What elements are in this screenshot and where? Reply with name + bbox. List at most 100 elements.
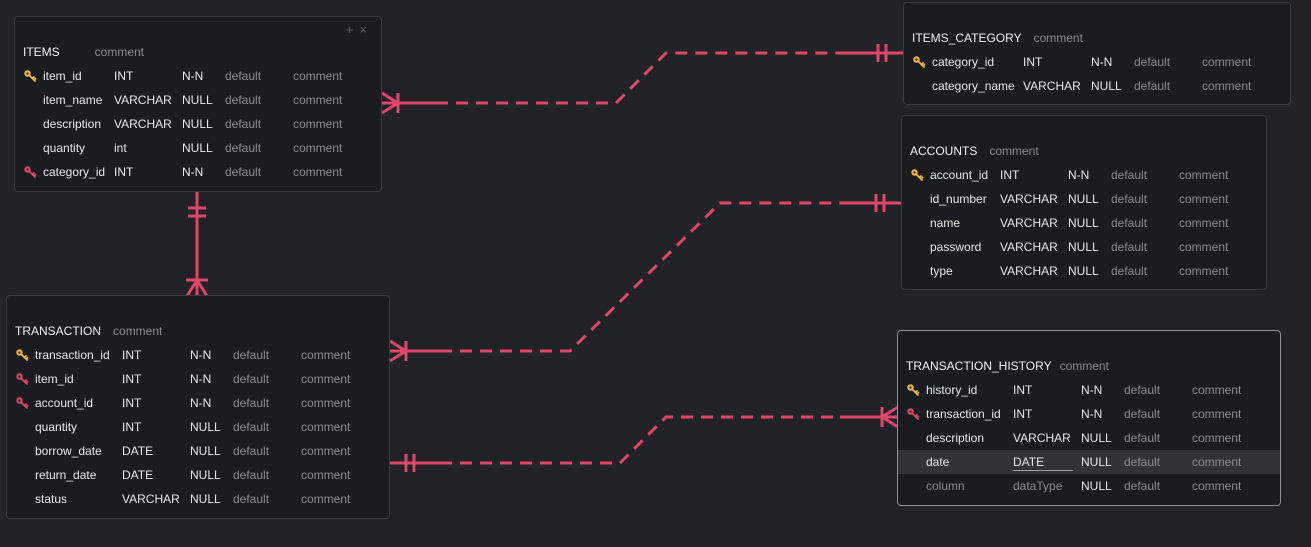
table-comment[interactable]: comment bbox=[113, 324, 163, 338]
column-comment[interactable]: comment bbox=[293, 93, 343, 107]
column-type[interactable]: INT bbox=[122, 420, 142, 434]
column-nullable[interactable]: NULL bbox=[182, 117, 213, 131]
column-name[interactable]: return_date bbox=[35, 468, 97, 482]
column-name[interactable]: borrow_date bbox=[35, 444, 102, 458]
column-nullable[interactable]: N-N bbox=[1068, 168, 1090, 182]
column-comment[interactable]: comment bbox=[1179, 240, 1229, 254]
column-nullable[interactable]: NULL bbox=[182, 93, 213, 107]
column-type[interactable]: VARCHAR bbox=[1013, 431, 1071, 445]
column-comment[interactable]: comment bbox=[301, 396, 351, 410]
column-type[interactable]: INT bbox=[114, 165, 134, 179]
column-nullable[interactable]: NULL bbox=[1091, 79, 1122, 93]
table-comment[interactable]: comment bbox=[1033, 31, 1083, 45]
column-type[interactable]: DATE bbox=[1013, 450, 1073, 471]
column-default[interactable]: default bbox=[1124, 455, 1161, 469]
column-default[interactable]: default bbox=[1134, 55, 1171, 69]
column-name[interactable]: description bbox=[926, 431, 985, 445]
column-default[interactable]: default bbox=[1124, 383, 1161, 397]
table-header[interactable]: ITEMS comment bbox=[23, 40, 144, 64]
column-comment[interactable]: comment bbox=[1192, 455, 1242, 469]
column-comment[interactable]: comment bbox=[1192, 407, 1242, 421]
column-nullable[interactable]: NULL bbox=[1068, 192, 1099, 206]
column-nullable[interactable]: N-N bbox=[190, 348, 212, 362]
column-default[interactable]: default bbox=[233, 372, 270, 386]
column-comment[interactable]: comment bbox=[293, 141, 343, 155]
column-comment[interactable]: comment bbox=[301, 468, 351, 482]
column-name[interactable]: category_name bbox=[932, 79, 1015, 93]
column-type[interactable]: INT bbox=[1013, 383, 1033, 397]
column-comment[interactable]: comment bbox=[301, 444, 351, 458]
column-comment[interactable]: comment bbox=[293, 165, 343, 179]
column-nullable[interactable]: NULL bbox=[1081, 455, 1112, 469]
column-default[interactable]: default bbox=[233, 444, 270, 458]
column-type[interactable]: INT bbox=[114, 69, 134, 83]
column-nullable[interactable]: N-N bbox=[1091, 55, 1113, 69]
column-type[interactable]: INT bbox=[1000, 168, 1020, 182]
column-default[interactable]: default bbox=[1111, 216, 1148, 230]
column-nullable[interactable]: NULL bbox=[182, 141, 213, 155]
column-default[interactable]: default bbox=[233, 492, 270, 506]
column-nullable[interactable]: N-N bbox=[182, 165, 204, 179]
column-type[interactable]: INT bbox=[122, 372, 142, 386]
column-nullable[interactable]: NULL bbox=[190, 468, 221, 482]
table-header[interactable]: TRANSACTION_HISTORY comment bbox=[906, 354, 1109, 378]
table-comment[interactable]: comment bbox=[94, 45, 145, 59]
column-default[interactable]: default bbox=[1111, 240, 1148, 254]
column-type[interactable]: INT bbox=[1013, 407, 1033, 421]
relation-transaction-accounts[interactable] bbox=[389, 194, 902, 363]
column-type[interactable]: INT bbox=[122, 348, 142, 362]
column-type[interactable]: VARCHAR bbox=[1000, 216, 1058, 230]
column-nullable[interactable]: NULL bbox=[190, 420, 221, 434]
column-nullable[interactable]: N-N bbox=[190, 396, 212, 410]
relation-items-items-category[interactable] bbox=[381, 44, 904, 115]
table-window-controls[interactable]: +× bbox=[346, 22, 373, 37]
column-default[interactable]: default bbox=[1111, 264, 1148, 278]
column-default[interactable]: default bbox=[1124, 407, 1161, 421]
column-comment[interactable]: comment bbox=[301, 420, 351, 434]
column-name[interactable]: type bbox=[930, 264, 953, 278]
column-comment[interactable]: comment bbox=[301, 492, 351, 506]
column-name[interactable]: column bbox=[926, 479, 965, 493]
column-default[interactable]: default bbox=[1124, 479, 1161, 493]
column-type[interactable]: DATE bbox=[122, 444, 154, 458]
column-type[interactable]: dataType bbox=[1013, 479, 1063, 493]
column-default[interactable]: default bbox=[225, 165, 262, 179]
column-default[interactable]: default bbox=[1111, 192, 1148, 206]
column-comment[interactable]: comment bbox=[1192, 383, 1242, 397]
table-header[interactable]: ITEMS_CATEGORY comment bbox=[912, 26, 1083, 50]
column-comment[interactable]: comment bbox=[293, 69, 343, 83]
column-nullable[interactable]: NULL bbox=[190, 444, 221, 458]
column-name[interactable]: account_id bbox=[35, 396, 94, 410]
column-default[interactable]: default bbox=[225, 141, 262, 155]
column-comment[interactable]: comment bbox=[1179, 216, 1229, 230]
column-comment[interactable]: comment bbox=[293, 117, 343, 131]
column-name[interactable]: quantity bbox=[43, 141, 86, 155]
column-default[interactable]: default bbox=[1134, 79, 1171, 93]
column-comment[interactable]: comment bbox=[301, 372, 351, 386]
column-name[interactable]: transaction_id bbox=[35, 348, 110, 362]
column-type[interactable]: int bbox=[114, 141, 127, 155]
relation-items-transaction[interactable] bbox=[185, 192, 209, 297]
column-type[interactable]: VARCHAR bbox=[1000, 240, 1058, 254]
column-default[interactable]: default bbox=[225, 93, 262, 107]
column-type[interactable]: DATE bbox=[122, 468, 154, 482]
column-nullable[interactable]: N-N bbox=[190, 372, 212, 386]
column-comment[interactable]: comment bbox=[1179, 192, 1229, 206]
